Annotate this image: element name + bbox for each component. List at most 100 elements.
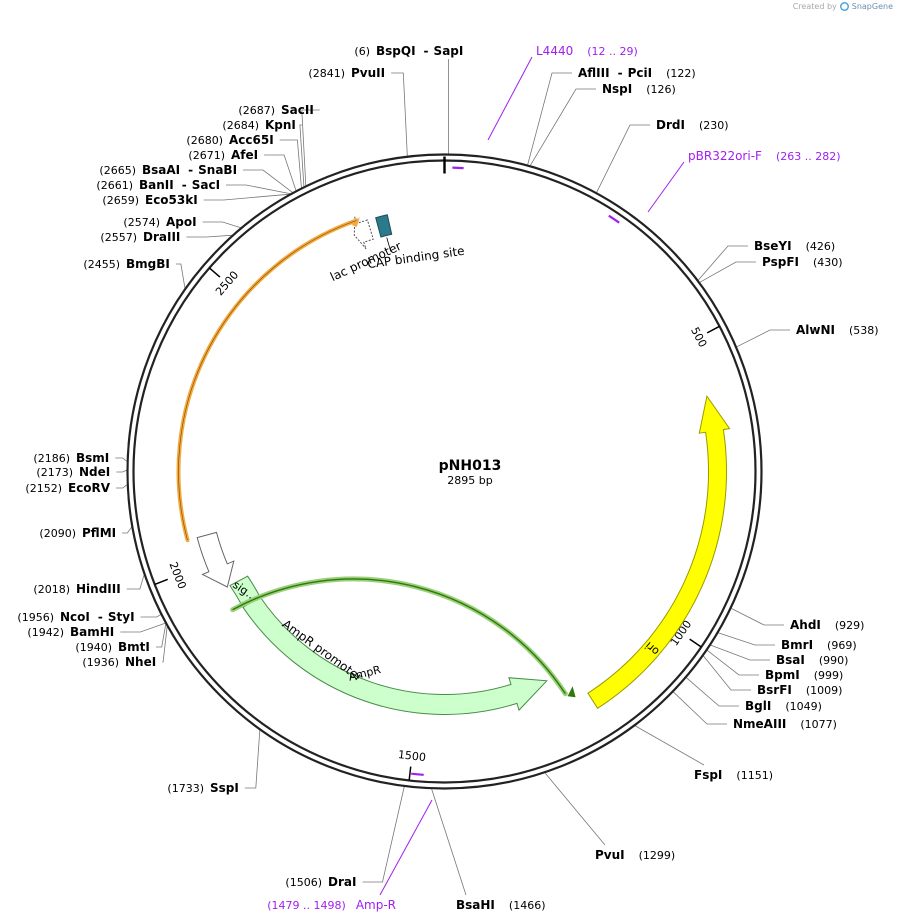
enzyme-name: KpnI [265, 118, 296, 132]
enzyme-site-ndei[interactable]: (2173)NdeI [36, 465, 110, 479]
enzyme-position: (2186) [33, 452, 70, 465]
enzyme-position: (1936) [82, 656, 119, 669]
enzyme-site-pflmi[interactable]: (2090)PflMI [39, 526, 116, 540]
enzyme-site-bspqi[interactable]: (6)BspQI-SapI [354, 44, 463, 58]
ruler-label-1500: 1500 [397, 748, 426, 764]
enzyme-name: BsaHI [456, 898, 495, 912]
enzyme-leader-banii [226, 184, 290, 194]
enzyme-site-pvui[interactable]: PvuI(1299) [595, 848, 675, 862]
enzyme-leader-bsrfi [703, 655, 751, 691]
enzyme-site-nspi[interactable]: NspI(126) [602, 82, 676, 96]
enzyme-site-bsahi[interactable]: BsaHI(1466) [456, 898, 545, 912]
primer-mark-amp-r[interactable] [411, 772, 424, 776]
enzyme-name: NheI [125, 655, 156, 669]
enzyme-site-bsai[interactable]: BsaI(990) [776, 653, 848, 667]
feature-cap-binding-site[interactable] [375, 214, 393, 238]
enzyme-leader-apoi [202, 221, 241, 228]
enzyme-leader-nmeaiii [673, 691, 727, 725]
enzyme-position: (1077) [800, 718, 837, 731]
enzyme-site-bmgbi[interactable]: (2455)BmgBI [83, 257, 169, 271]
enzyme-leader-bmgbi [175, 263, 186, 288]
primer-label-l4440[interactable]: L4440(12 .. 29) [536, 44, 638, 58]
enzyme-site-bsmi[interactable]: (2186) BsmI [33, 451, 109, 465]
enzyme-leader-acc65i [279, 139, 302, 188]
enzyme-position: (2090) [39, 527, 76, 540]
enzyme-site-afliii[interactable]: AflIII-PciI(122) [578, 66, 696, 80]
enzyme-site-hindiii[interactable]: (2018)HindIII [33, 582, 120, 596]
enzyme-site-bsaai[interactable]: (2665)BsaAI-SnaBI [99, 163, 237, 177]
enzyme-site-bmri[interactable]: BmrI(969) [781, 638, 857, 652]
enzyme-separator: - [618, 66, 623, 80]
primer-name: Amp-R [356, 898, 396, 912]
feature-ori[interactable] [587, 394, 731, 709]
enzyme-name: PvuI [595, 848, 625, 862]
enzyme-position: (2018) [33, 583, 70, 596]
enzyme-position: (1009) [806, 684, 843, 697]
enzyme-leader-bseyi [698, 245, 748, 281]
enzyme-site-acc65i[interactable]: (2680)Acc65I [186, 133, 273, 147]
enzyme-site-nhei[interactable]: (1936) NheI [82, 655, 156, 669]
enzyme-name: BsmI [76, 451, 109, 465]
enzyme-leader-drdi [596, 124, 650, 193]
enzyme-site-bmti[interactable]: (1940)BmtI [75, 640, 149, 654]
enzyme-name: BglI [745, 699, 771, 713]
enzyme-site-afei[interactable]: (2671)AfeI [188, 148, 258, 162]
enzyme-site-sacii[interactable]: (2687)SacII [238, 103, 313, 117]
enzyme-position: (2661) [96, 179, 133, 192]
orf-track-orange-core [178, 220, 357, 541]
enzyme-position: (2152) [25, 482, 62, 495]
enzyme-site-eco53ki[interactable]: (2659) Eco53kI [102, 193, 197, 207]
enzyme-position: (1940) [75, 641, 112, 654]
enzyme-site-ecorv[interactable]: (2152)EcoRV [25, 481, 110, 495]
enzyme-position: (1506) [285, 876, 322, 889]
enzyme-labels: (6)BspQI-SapI (2841)PvuII (2687)SacII(2684… [17, 44, 878, 912]
enzyme-name: PvuII [351, 66, 385, 80]
plasmid-name: pNH013 [439, 458, 502, 474]
enzyme-position: (6) [354, 45, 370, 58]
enzyme-separator: - [182, 178, 187, 192]
enzyme-leader-nhei [162, 626, 168, 663]
enzyme-site-kpni[interactable]: (2684)KpnI [222, 118, 295, 132]
enzyme-position: (929) [835, 619, 865, 632]
enzyme-site-fspi[interactable]: FspI(1151) [694, 768, 773, 782]
enzyme-site-drdi[interactable]: DrdI(230) [656, 118, 729, 132]
enzyme-site-ahdi[interactable]: AhdI(929) [790, 618, 864, 632]
enzyme-position: (2173) [36, 466, 73, 479]
enzyme-site-bgli[interactable]: BglI(1049) [745, 699, 822, 713]
primer-mark-l4440[interactable] [452, 166, 464, 170]
primer-label-amp-r[interactable]: Amp-R(1479 .. 1498) [267, 898, 396, 912]
enzyme-site-ncoi[interactable]: (1956)NcoI-StyI [17, 610, 134, 624]
enzyme-separator: - [424, 44, 429, 58]
orf-track-orange-head [351, 217, 360, 228]
enzyme-name-secondary: SnaBI [198, 163, 237, 177]
enzyme-position: (2659) [102, 194, 139, 207]
enzyme-name: BanII [139, 178, 174, 192]
enzyme-site-bsrfi[interactable]: BsrFI(1009) [757, 683, 842, 697]
enzyme-position: (2455) [83, 258, 120, 271]
enzyme-leader-pvuii [391, 72, 408, 156]
enzyme-site-draiii[interactable]: (2557)DraIII [100, 230, 180, 244]
feature-lac-promoter[interactable] [353, 216, 374, 250]
enzyme-site-nmeaiii[interactable]: NmeAIII(1077) [733, 717, 837, 731]
enzyme-site-bpmi[interactable]: BpmI(999) [765, 668, 843, 682]
enzyme-site-alwni[interactable]: AlwNI(538) [796, 323, 879, 337]
enzyme-site-banii[interactable]: (2661)BanII-SacI [96, 178, 220, 192]
snapgene-credit: Created by SnapGene [793, 2, 893, 11]
enzyme-site-drai[interactable]: (1506)DraI [285, 875, 356, 889]
enzyme-site-bseyi[interactable]: BseYI(426) [754, 239, 835, 253]
enzyme-name: Eco53kI [145, 193, 198, 207]
enzyme-site-pvuii[interactable]: (2841)PvuII [308, 66, 385, 80]
primer-mark-pbr322ori-f[interactable] [608, 214, 620, 224]
enzyme-position: (969) [827, 639, 857, 652]
enzyme-site-sspi[interactable]: (1733)SspI [167, 781, 238, 795]
feature-ampr-promoter[interactable] [196, 531, 235, 588]
enzyme-position: (126) [646, 83, 676, 96]
enzyme-site-apoi[interactable]: (2574)ApoI [123, 215, 196, 229]
ruler-tick-1000 [689, 638, 702, 648]
primer-label-pbr322ori-f[interactable]: pBR322ori-F(263 .. 282) [688, 149, 841, 163]
enzyme-name: BsaI [776, 653, 805, 667]
feature-ampr[interactable] [242, 595, 548, 715]
enzyme-site-pspfi[interactable]: PspFI(430) [762, 255, 843, 269]
leader-lines [115, 56, 790, 896]
enzyme-site-bamhi[interactable]: (1942)BamHI [27, 625, 114, 639]
